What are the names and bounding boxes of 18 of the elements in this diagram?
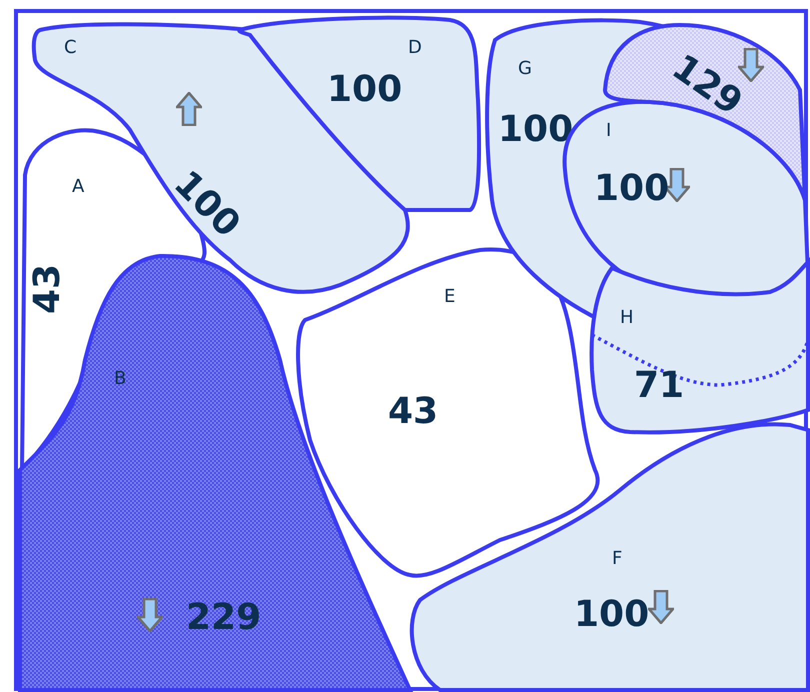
region-value: 71 [634,368,684,404]
region-letter: D [408,39,422,57]
region-value: 129 [666,49,748,122]
region-letter: G [518,60,532,78]
region-letter: I [606,122,612,140]
region-letter: H [620,309,634,327]
region-value: 229 [186,600,262,636]
region-letter: B [114,370,126,388]
region-letter: E [444,288,456,306]
region-value: 100 [574,597,650,633]
region-value: 100 [594,171,670,207]
region-letter: A [72,178,84,196]
region-letter: C [64,39,77,57]
region-letter: F [612,550,622,568]
region-value: 100 [327,72,402,108]
region-value: 100 [498,112,574,148]
region-value: 43 [388,394,438,430]
region-value: 43 [30,264,66,314]
